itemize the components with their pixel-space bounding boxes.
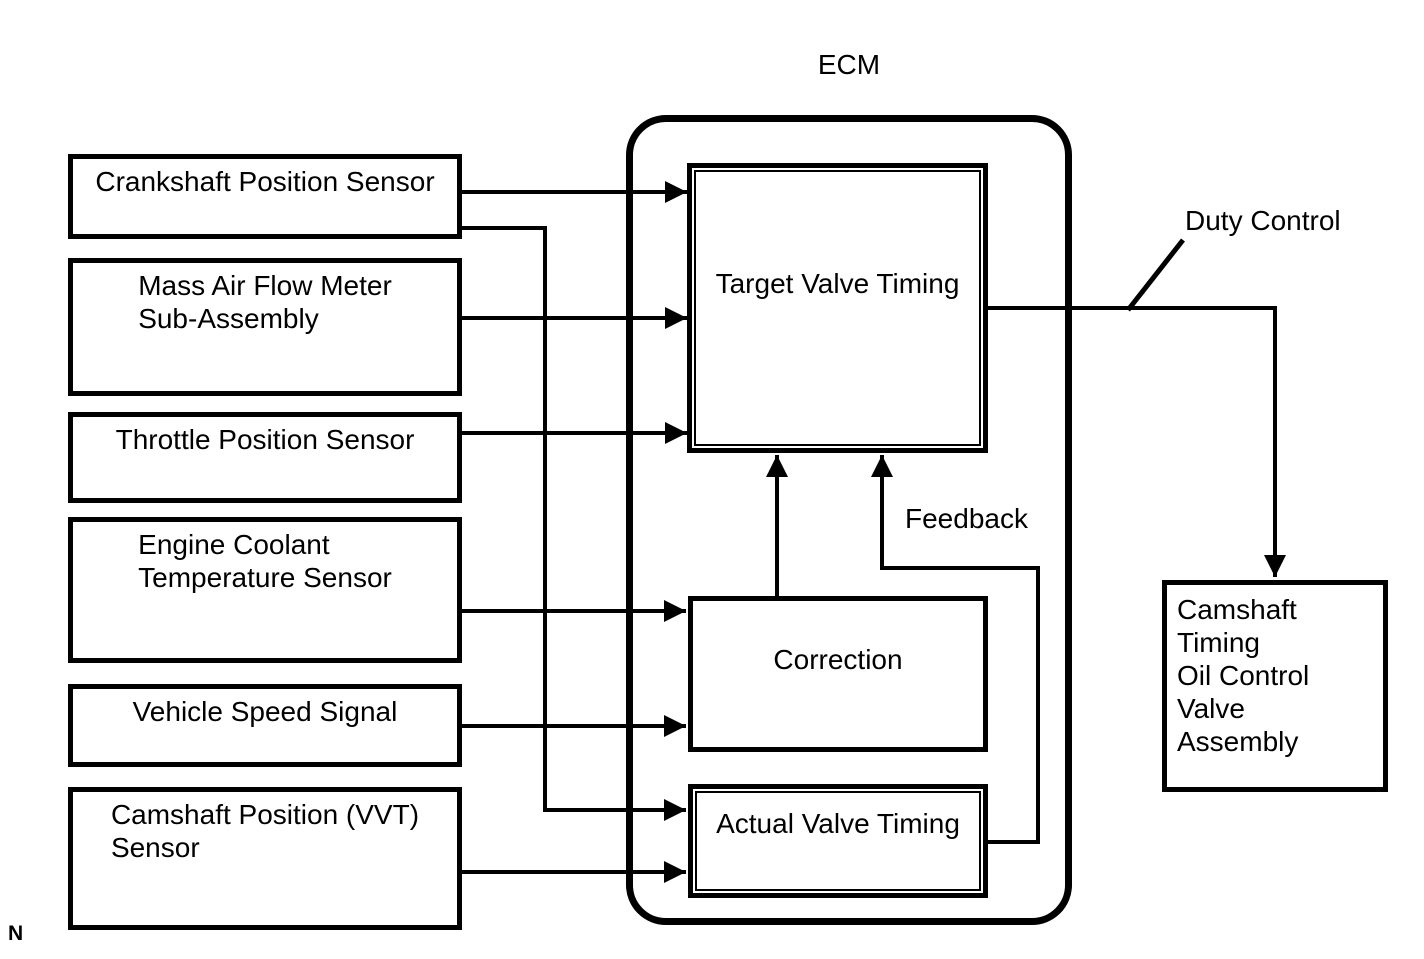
sensor-label: Crankshaft Position Sensor — [95, 166, 435, 197]
sensor-label: Camshaft Position (VVT) Sensor — [110, 799, 420, 863]
camshaft-timing-oil-control-valve-box: Camshaft Timing Oil Control Valve Assemb… — [1162, 580, 1388, 792]
connector-duty-control-output — [988, 306, 1286, 577]
target-valve-timing-label: Target Valve Timing — [715, 267, 960, 299]
sensor-box-vehicle-speed-signal: Vehicle Speed Signal — [68, 684, 462, 767]
sensor-label: Throttle Position Sensor — [115, 424, 415, 455]
sensor-box-camshaft-position-vvt: Camshaft Position (VVT) Sensor — [68, 787, 462, 930]
duty-control-annotation: Duty Control — [1185, 205, 1341, 236]
double-border-inner — [694, 170, 981, 446]
sensor-label: Vehicle Speed Signal — [132, 696, 398, 727]
actual-valve-timing-box: Actual Valve Timing — [688, 784, 988, 898]
corner-marker-n: N — [8, 922, 24, 945]
sensor-box-mass-air-flow-meter: Mass Air Flow Meter Sub-Assembly — [68, 258, 462, 396]
correction-box: Correction — [688, 596, 988, 752]
target-valve-timing-box: Target Valve Timing — [687, 163, 988, 453]
sensor-label: Mass Air Flow Meter Sub-Assembly — [138, 270, 392, 334]
ecm-title: ECM — [817, 49, 881, 80]
correction-label: Correction — [773, 643, 903, 675]
camshaft-timing-oil-control-valve-label: Camshaft Timing Oil Control Valve Assemb… — [1177, 594, 1310, 757]
duty-control-pointer-line — [1126, 238, 1185, 312]
sensor-label: Engine Coolant Temperature Sensor — [138, 529, 392, 593]
connector-feedback-loop — [871, 455, 1040, 844]
ecm-container — [626, 115, 1072, 925]
sensor-box-crankshaft-position: Crankshaft Position Sensor — [68, 154, 462, 239]
sensor-box-engine-coolant-temperature: Engine Coolant Temperature Sensor — [68, 517, 462, 663]
connector-crankshaft-to-actual — [462, 226, 686, 821]
feedback-annotation: Feedback — [905, 503, 1028, 534]
sensor-box-throttle-position: Throttle Position Sensor — [68, 412, 462, 503]
actual-valve-timing-label: Actual Valve Timing — [716, 807, 960, 839]
